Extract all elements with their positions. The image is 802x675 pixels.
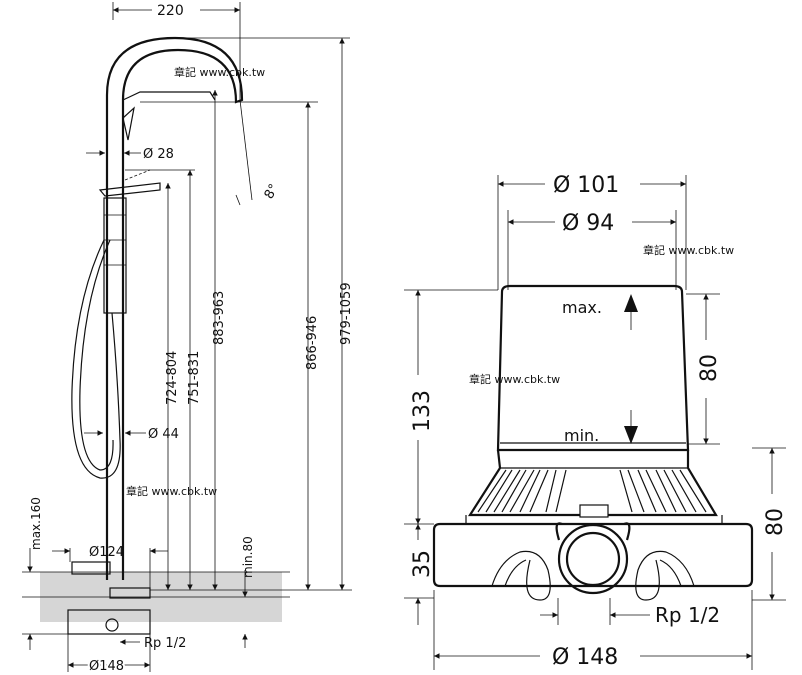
watermark-4: 章記 www.cbk.tw: [469, 372, 560, 386]
shower-hose: [71, 239, 121, 479]
dim-min: min.80: [241, 536, 255, 578]
plaster-guard-cover: [496, 284, 690, 452]
dim-height-total: 133: [410, 390, 435, 432]
inlet-connection: [105, 618, 119, 632]
mixer-handle: [98, 182, 161, 197]
left-elevation-view: 220 8° Ø 28 Ø 44 Ø124 Ø148 Rp 1/2 724-8: [22, 2, 354, 675]
dim-inner-dia: Ø 94: [562, 211, 614, 236]
installation-box: [67, 609, 151, 635]
base-block: [432, 522, 754, 588]
dim-height-lower: 80: [763, 508, 788, 536]
height-dimensions: 724-804 751-831 883-963 866-946 979-1059: [125, 37, 354, 591]
dim-thread-right: Rp 1/2: [655, 603, 720, 627]
watermark-1: 章記 www.cbk.tw: [174, 65, 265, 79]
dim-box-dia: Ø148: [89, 659, 124, 674]
dim-h1: 724-804: [165, 351, 180, 405]
dim-spout-reach: 220: [157, 3, 184, 19]
dim-h3: 883-963: [212, 291, 227, 345]
dim-base-dia: Ø124: [89, 545, 124, 560]
watermark-2: 章記 www.cbk.tw: [126, 484, 217, 498]
dim-outer-dia: Ø 101: [553, 173, 619, 198]
label-min: min.: [564, 426, 599, 445]
dim-height-base: 35: [410, 550, 435, 578]
watermark-3: 章記 www.cbk.tw: [643, 243, 734, 257]
dim-h5: 979-1059: [339, 282, 354, 345]
faucet-base: [71, 561, 111, 575]
dim-hose-dia: Ø 28: [143, 147, 174, 162]
label-max: max.: [562, 298, 602, 317]
dim-angle: 8°: [262, 182, 282, 202]
dim-height-range: 80: [697, 354, 722, 382]
dim-thread-left: Rp 1/2: [144, 636, 186, 651]
dim-max: max.160: [29, 497, 43, 550]
right-section-view: Ø 101 Ø 94 max. min.: [404, 173, 788, 670]
inlet-port: [557, 523, 629, 595]
dim-h2: 751-831: [187, 351, 202, 405]
dim-h4: 866-946: [305, 316, 320, 370]
faucet-spout: [105, 36, 244, 580]
dim-base-dia-right: Ø 148: [552, 645, 618, 670]
dim-handshower-dia: Ø 44: [148, 427, 179, 442]
